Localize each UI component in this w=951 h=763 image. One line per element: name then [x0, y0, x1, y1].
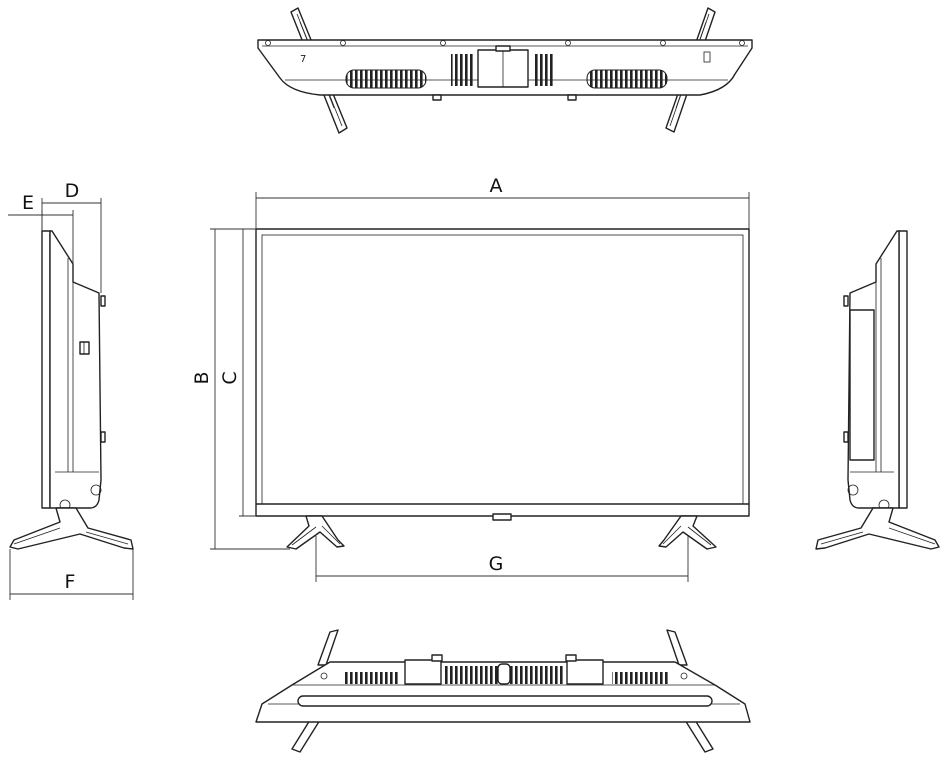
bottom-view — [255, 629, 751, 753]
top-view-screws — [265, 40, 745, 46]
front-view — [255, 228, 750, 550]
dimension-g: G — [315, 536, 689, 582]
front-view-right-stand — [658, 515, 717, 550]
dimension-d: D — [41, 180, 102, 293]
top-view: 7 — [257, 7, 753, 134]
front-view-bezel — [255, 228, 750, 517]
front-view-left-stand — [286, 515, 345, 550]
top-view-left-grille — [345, 69, 427, 89]
dimension-label-d: D — [65, 180, 80, 202]
bottom-view-left-grille — [343, 672, 399, 684]
bottom-view-front-strip — [297, 695, 713, 707]
left-side-view-housing — [49, 230, 102, 509]
dimension-label-c: C — [219, 371, 241, 384]
dimension-label-e: E — [22, 192, 34, 214]
dimension-c: C — [219, 229, 256, 517]
dimension-a: A — [255, 175, 750, 229]
top-view-right-grille — [586, 69, 668, 89]
bottom-view-right-grille — [612, 672, 668, 684]
left-side-view-stand — [9, 507, 134, 550]
front-view-logo-tab — [492, 513, 512, 521]
dimension-b: B — [191, 228, 290, 550]
dimension-label-g: G — [489, 553, 504, 575]
bottom-view-right-stand — [666, 629, 714, 753]
dimension-label-b: B — [191, 371, 213, 384]
right-side-view-stand — [815, 507, 940, 550]
dimension-f: F — [9, 549, 134, 600]
left-side-view — [9, 230, 134, 550]
dimension-label-a: A — [490, 175, 503, 197]
right-side-view-panel — [849, 309, 875, 461]
svg-text:7: 7 — [300, 54, 306, 65]
dimension-label-f: F — [65, 571, 76, 593]
right-side-view — [815, 230, 940, 550]
dimension-e: E — [8, 192, 74, 264]
left-side-view-port — [79, 341, 90, 355]
